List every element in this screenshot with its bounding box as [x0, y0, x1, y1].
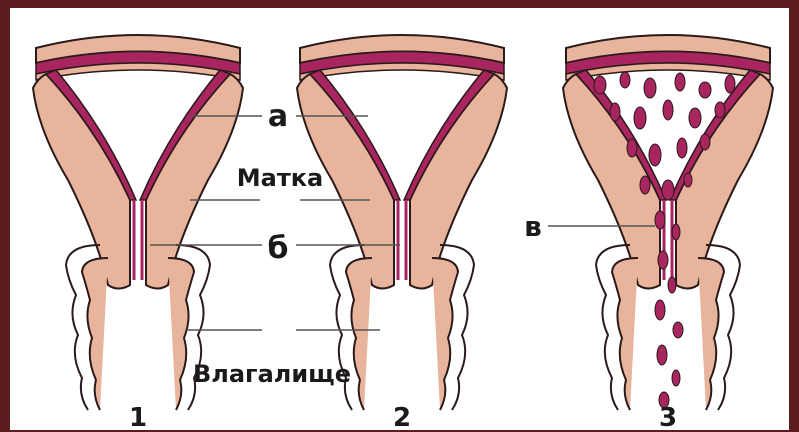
label-a: а — [268, 99, 288, 134]
figure-number-3: 3 — [659, 403, 677, 432]
figure-number-2: 2 — [393, 403, 411, 432]
label-uterus: Матка — [237, 164, 323, 192]
label-v: в — [524, 210, 542, 243]
label-vagina: Влагалище — [193, 360, 351, 388]
uterus-figure-1 — [33, 35, 243, 410]
label-b: б — [268, 231, 289, 266]
uterus-figure-3 — [563, 35, 773, 410]
uterus-figure-2 — [297, 35, 507, 410]
figure-number-1: 1 — [129, 403, 147, 432]
